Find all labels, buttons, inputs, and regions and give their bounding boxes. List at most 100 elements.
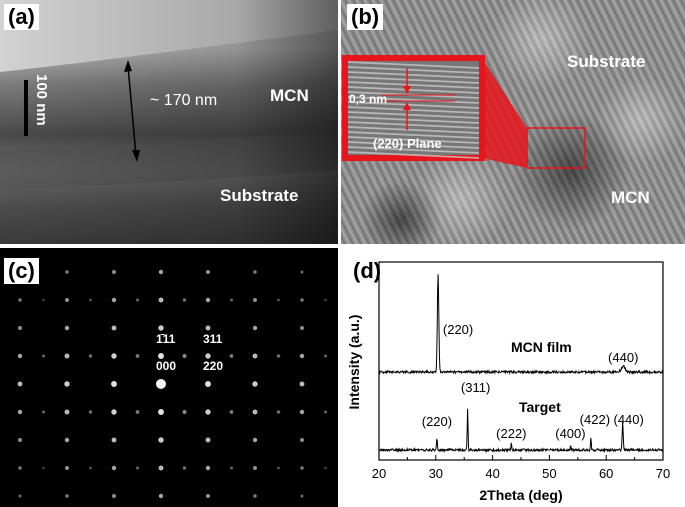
diffraction-spot [158,269,164,275]
diffraction-spot [253,298,257,302]
panel-a-svg [0,0,338,244]
diffraction-spot [206,270,210,274]
diffraction-spot [205,437,211,443]
diffraction-spot [324,298,327,302]
lattice-spacing-label: 0,3 nm [349,92,388,106]
x-tick-label: 30 [429,466,443,481]
diffraction-spot [205,353,211,359]
peak-label: (222) [496,426,526,441]
diffraction-spot [229,298,234,302]
diffraction-spot [299,381,305,387]
diffraction-spot [64,353,70,359]
diffraction-spot [111,409,117,415]
diffraction-spot [111,297,117,303]
diffraction-spot [89,298,92,302]
diffraction-spot [206,494,210,498]
diffraction-spot [65,494,69,498]
diffraction-spot [229,354,234,358]
diffraction-spot [112,270,116,274]
diffraction-spot [88,410,93,414]
diffraction-spot [253,466,257,470]
x-tick-label: 50 [542,466,556,481]
diffraction-spot [205,325,211,331]
diffraction-spot [158,493,164,499]
diffraction-spot [300,466,304,470]
series-line-target [378,408,664,454]
diffraction-spot [300,494,304,498]
diffraction-spot [42,466,45,470]
diffraction-spot [324,466,327,470]
diffraction-spot [299,353,305,359]
diffraction-spot [135,466,140,470]
peak-label: (440) [613,412,643,427]
diffraction-spot [88,354,93,358]
x-tick-label: 60 [599,466,613,481]
panel-b-svg [341,0,685,244]
panel-c-label: (c) [4,258,39,284]
diffraction-spot [17,409,23,415]
diffraction-spot [300,298,304,302]
diffraction-spot [182,466,187,470]
diffraction-spot [156,379,166,389]
diffraction-spot [135,298,140,302]
series-label-mcn-film: MCN film [511,339,572,355]
diffraction-spot [158,297,164,303]
panel-c-diffraction: (c) 1̄11 311 000 220 [0,248,338,507]
diffraction-spot [111,325,117,331]
diffraction-spot [300,438,304,442]
diffraction-spot [158,325,164,331]
peak-label: (422) [580,412,610,427]
diffraction-spot [18,438,22,442]
panel-c-svg [17,269,328,499]
diffraction-spot [64,437,70,443]
diffraction-spot [205,297,211,303]
y-axis-label: Intensity (a.u.) [346,315,362,410]
diffraction-spot [158,409,164,415]
panel-b-hrtem-image: (b) Substrate MCN 0,3 nm (220) Plane [341,0,685,244]
diffraction-spot [111,353,117,359]
diffraction-spot [41,354,46,358]
mcn-layer-label: MCN [611,188,650,207]
series-line-mcn-film [378,274,664,375]
diffraction-spot [253,494,257,498]
peak-label: (311) [461,380,490,395]
diffraction-spot [135,410,140,414]
diffraction-spot [18,494,22,498]
diffraction-spot [252,437,258,443]
thickness-label: ~ 170 nm [150,92,218,109]
diffraction-spot [111,437,117,443]
thickness-arrow [127,65,137,157]
spot-label-220: 220 [203,359,224,373]
diffraction-spot [65,466,69,470]
diffraction-spot [158,353,164,359]
diffraction-spot [276,410,281,414]
substrate-label: Substrate [220,186,299,205]
diffraction-spot [299,409,305,415]
diffraction-spot [65,270,69,274]
diffraction-spot [252,353,258,359]
plane-label: (220) Plane [373,136,442,151]
panel-a-label: (a) [4,4,39,30]
diffraction-spot [253,270,257,274]
diffraction-spot [277,466,280,470]
x-tick-label: 70 [656,466,670,481]
diffraction-spot [276,354,281,358]
peak-label: (220) [443,322,473,337]
spot-label-311: 311 [203,332,223,346]
diffraction-spot [252,409,258,415]
diffraction-spot [111,465,117,471]
spot-label-000: 000 [156,359,177,373]
diffraction-spot [89,466,92,470]
diffraction-spot [112,494,116,498]
diffraction-spot [300,326,304,330]
panel-b-label: (b) [347,4,384,30]
diffraction-spot [17,353,23,359]
diffraction-spot [323,410,328,414]
diffraction-spot [277,298,280,302]
diffraction-spot [182,409,187,415]
diffraction-spot [182,353,187,359]
diffraction-spot [252,381,258,387]
diffraction-spot [158,465,164,471]
diffraction-spot [18,466,22,470]
